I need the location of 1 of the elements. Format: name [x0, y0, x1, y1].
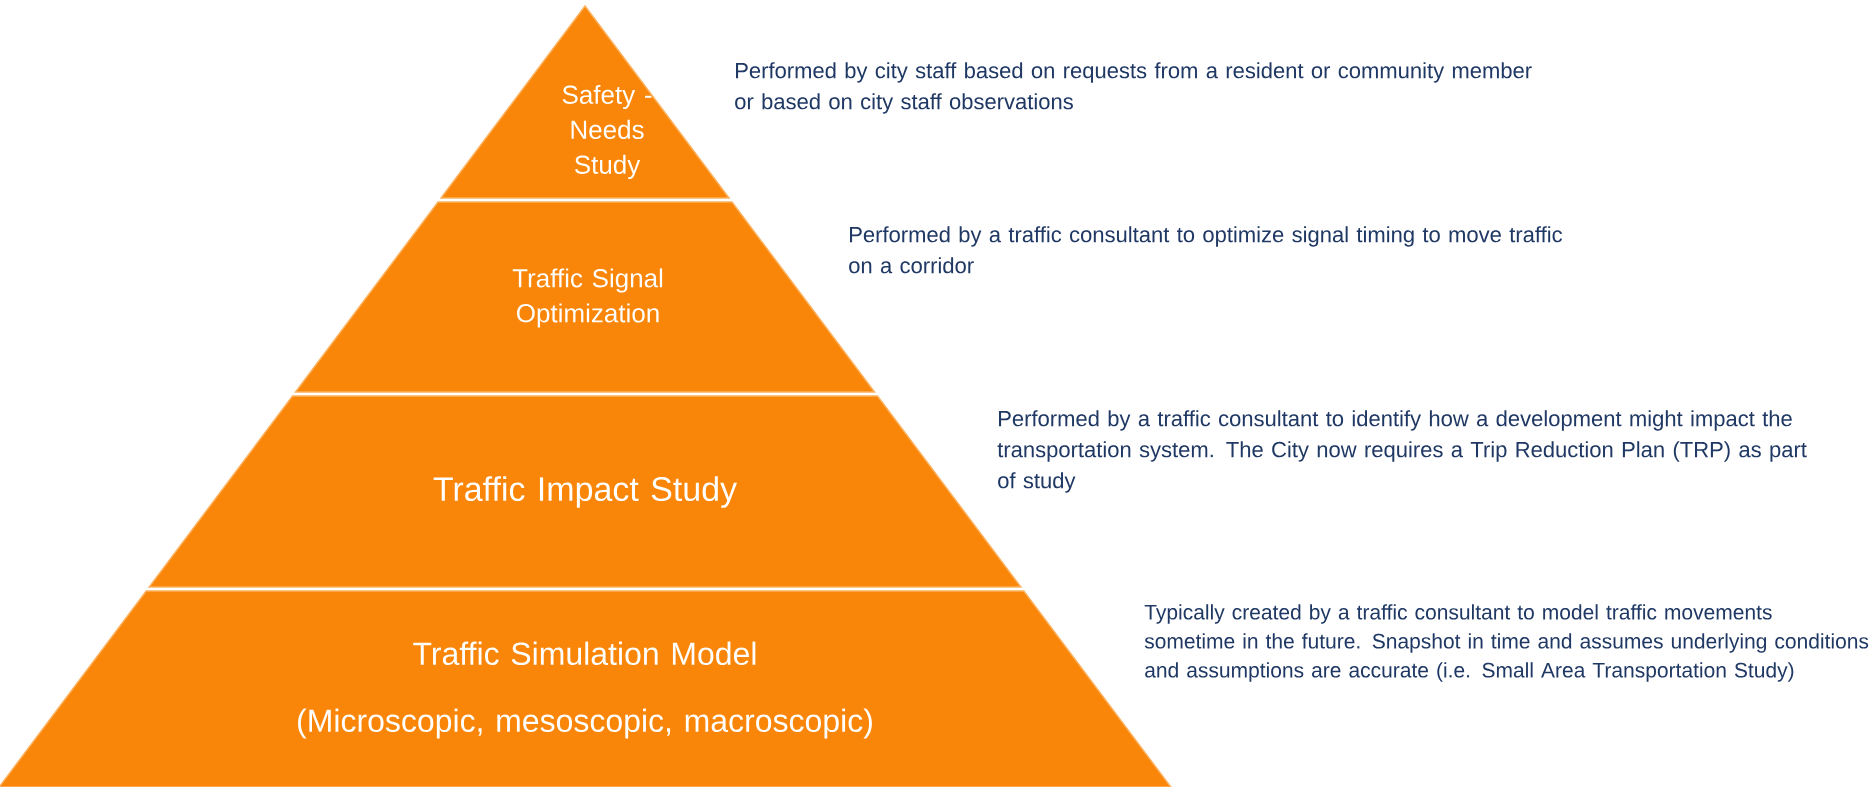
description-text: Performed by city staff based on requests from a resident or community member or based on city staff observations — [735, 62, 1532, 114]
